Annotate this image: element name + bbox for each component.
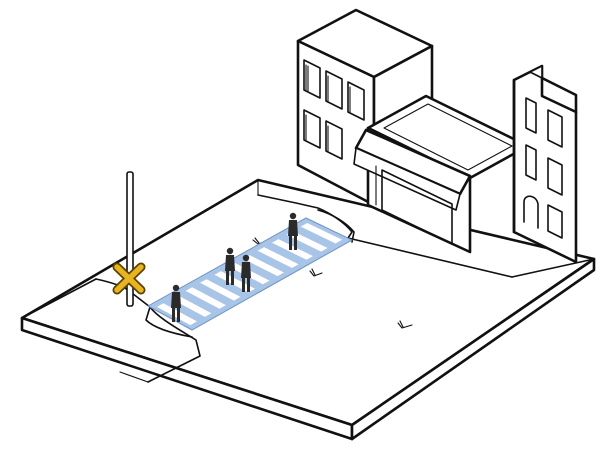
building-middle bbox=[353, 94, 530, 254]
window bbox=[347, 81, 365, 121]
signal-pole bbox=[112, 171, 146, 307]
lane-arrow bbox=[397, 322, 413, 329]
window bbox=[525, 97, 537, 134]
crosswalk-stripe bbox=[257, 247, 299, 268]
crosswalk-stripe bbox=[156, 303, 197, 326]
back-curb-ramp bbox=[317, 209, 355, 243]
person-silhouette-icon bbox=[241, 254, 251, 292]
front-curb-ramp bbox=[145, 306, 193, 338]
pedestrians bbox=[171, 212, 298, 322]
lane-arrow bbox=[311, 268, 316, 276]
crosswalk-stripe bbox=[300, 223, 343, 244]
building-right bbox=[512, 64, 578, 264]
crosswalk-stripe bbox=[243, 255, 285, 277]
x-mark-icon bbox=[112, 262, 146, 295]
building-left-windows bbox=[303, 59, 365, 160]
window bbox=[325, 70, 343, 110]
lane-arrow bbox=[399, 320, 404, 328]
window bbox=[303, 59, 321, 99]
crosswalk-stripes bbox=[156, 223, 343, 326]
lane-arrow bbox=[309, 270, 323, 277]
window bbox=[325, 120, 343, 160]
lane-arrow bbox=[254, 237, 260, 244]
crosswalk-stripe bbox=[200, 279, 241, 301]
window bbox=[303, 109, 321, 149]
person-silhouette-icon bbox=[288, 212, 298, 250]
crosswalk-stripe bbox=[271, 239, 314, 260]
arched-doorway bbox=[523, 195, 539, 229]
building-right-windows bbox=[523, 97, 563, 239]
window bbox=[525, 144, 537, 181]
crosswalk-stripe bbox=[171, 295, 212, 317]
ground-side-right bbox=[350, 257, 596, 441]
left-sidewalk-edge bbox=[21, 278, 97, 319]
storefront-window bbox=[381, 169, 453, 245]
person-silhouette-icon bbox=[225, 247, 235, 285]
building-middle-roof-inner bbox=[383, 103, 513, 171]
back-curb-line-far bbox=[511, 258, 595, 278]
person-silhouette-icon bbox=[171, 284, 181, 322]
front-sidewalk-seam bbox=[119, 355, 201, 383]
building-right-front bbox=[512, 64, 578, 264]
buildings bbox=[296, 8, 578, 264]
window bbox=[547, 157, 563, 196]
ground-surface bbox=[20, 178, 596, 427]
lane-markings bbox=[252, 237, 413, 329]
window bbox=[547, 109, 563, 148]
crosswalk-stripe bbox=[185, 287, 226, 309]
window bbox=[547, 204, 563, 239]
